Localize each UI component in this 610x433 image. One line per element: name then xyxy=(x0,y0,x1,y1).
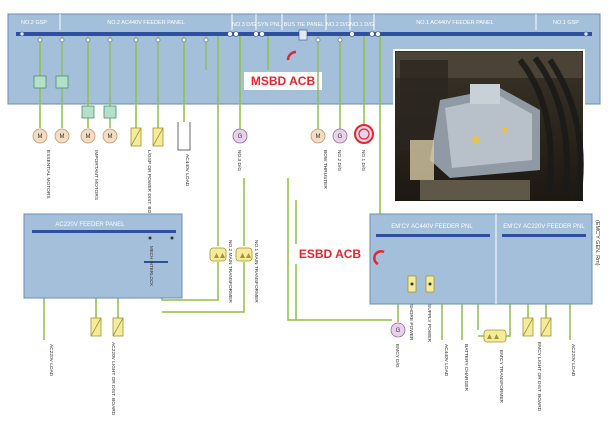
main-load-labels: ESSENTIAL MOTORS IMPORTANT MOTORS L/GSP … xyxy=(45,150,366,224)
bus-tie-breaker xyxy=(298,29,308,41)
label-no1-dg-panel: NO.1 D/G xyxy=(350,22,374,28)
starter-boxes xyxy=(33,75,117,119)
esbd-acb-label: ESBD ACB xyxy=(299,247,362,261)
essential-motor-1 xyxy=(32,128,48,144)
svg-text:M: M xyxy=(86,134,91,140)
label-ac220-light-board: AC220V LIGHT OR DIST. BOARD xyxy=(110,342,116,416)
main-loads: M M M M M G G xyxy=(32,122,374,151)
label-no1-main-transformer: NO.1 MAIN TRANSFORMER xyxy=(253,240,259,303)
label-no1-ac440-feeder: NO.1 AC440V FEEDER PANEL xyxy=(416,20,494,26)
label-bus-tie-panel: BUS TIE PANEL xyxy=(284,22,324,28)
label-no2-main-transformer: NO.2 MAIN TRANSFORMER xyxy=(227,240,233,303)
emergency-switchboard: EM'CY AC440V FEEDER PNL EM'CY AC220V FEE… xyxy=(369,213,593,305)
label-no3-dg: NO.3 D/G xyxy=(236,150,242,171)
label-no1-dg: NO.1 D/G xyxy=(360,150,366,171)
label-emcy-dg: EMCY D/G xyxy=(394,344,400,368)
ac220-panel-title: AC220V FEEDER PANEL xyxy=(55,222,125,228)
msbd-annotation-box xyxy=(244,72,322,90)
no3-dg-generator xyxy=(232,128,248,144)
no2-main-transformer xyxy=(209,247,227,262)
svg-text:M: M xyxy=(316,134,321,140)
label-bow-thruster: BOW THRUSTER xyxy=(322,150,328,189)
label-mech-interlock: MECH INTERLOCK xyxy=(149,246,154,286)
label-emcy-light-board: EMCY LIGHT OR DIST. BOARD xyxy=(536,342,542,412)
label-no2-gsp: NO.2 GSP xyxy=(21,20,47,26)
svg-text:G: G xyxy=(338,134,343,140)
emcy-ac220-bus xyxy=(502,234,586,237)
msbd-acb-label: MSBD ACB xyxy=(251,74,316,88)
label-shore-power: SHORE POWER xyxy=(408,304,414,341)
label-emcy-ac440-load: AC440V LOAD xyxy=(443,344,449,377)
label-important-motors: IMPORTANT MOTORS xyxy=(93,150,99,200)
emcy-transformer xyxy=(483,329,507,343)
label-lgsp-board: L/GSP OR POWER DIST. BOARD xyxy=(146,150,152,224)
label-emcy-transformer: EM'CY TRANSFORMER xyxy=(498,350,504,404)
esbd-acb-marker xyxy=(373,250,385,266)
svg-text:M: M xyxy=(60,134,65,140)
ac220-bus-bar xyxy=(32,230,176,233)
no1-dg-generator xyxy=(354,124,374,144)
emergency-load-labels: EMCY D/G SHORE POWER SUPPLY POWER AC440V… xyxy=(394,304,576,412)
label-ac220-load: AC220V LOAD xyxy=(48,344,54,377)
emcy-ac440-panel-title: EM'CY AC440V FEEDER PNL xyxy=(391,224,473,230)
svg-text:G: G xyxy=(396,328,401,334)
bow-thruster-motor xyxy=(310,128,326,144)
emcy-ac220-panel-title: EM'CY AC220V FEEDER PNL xyxy=(503,224,585,230)
ac220-feeder-panel: AC220V FEEDER PANEL MECH INTERLOCK xyxy=(23,213,183,299)
label-supply-power: SUPPLY POWER xyxy=(426,304,432,342)
label-syn-panel: SYN PNL xyxy=(257,22,281,28)
label-emcy-gen-room: (EMC'Y GEN. Rm) xyxy=(594,220,600,266)
label-no2-dg-panel: NO.2 D/G xyxy=(326,22,350,28)
no2-dg-generator xyxy=(332,128,348,144)
engine-room-photo xyxy=(393,49,585,203)
emcy-dg-generator xyxy=(390,322,406,338)
svg-text:G: G xyxy=(238,134,243,140)
esbd-annotation-box xyxy=(292,244,368,264)
label-ac440-load: AC440V LOAD xyxy=(184,154,190,187)
no1-main-transformer xyxy=(235,247,253,262)
emcy-ac440-bus xyxy=(376,234,490,237)
label-no3-dg-panel: NO.3 D/G xyxy=(232,22,256,28)
label-emcy-ac220-load: AC220V LOAD xyxy=(570,344,576,377)
important-motor-1 xyxy=(80,128,96,144)
label-no1-gsp: NO.1 GSP xyxy=(553,20,579,26)
label-battery-charger: BATTERY CHARGER xyxy=(463,344,469,391)
main-transformers: NO.2 MAIN TRANSFORMER NO.1 MAIN TRANSFOR… xyxy=(209,240,259,303)
label-no2-dg: NO.2 D/G xyxy=(336,150,342,171)
important-motor-2 xyxy=(102,128,118,144)
essential-motor-2 xyxy=(54,128,70,144)
svg-text:M: M xyxy=(108,134,113,140)
svg-text:M: M xyxy=(38,134,43,140)
label-no2-ac440-feeder: NO.2 AC440V FEEDER PANEL xyxy=(107,20,185,26)
label-essential-motors: ESSENTIAL MOTORS xyxy=(45,150,51,199)
